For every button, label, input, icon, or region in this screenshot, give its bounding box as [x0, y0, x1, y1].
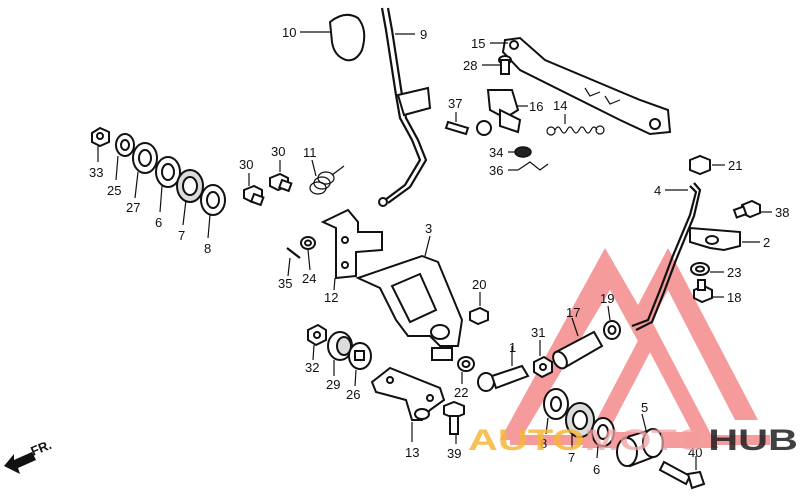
callout-32: 32 — [305, 360, 319, 375]
roller-bracket — [476, 89, 522, 136]
callout-29: 29 — [326, 377, 340, 392]
torsion-spring — [309, 165, 345, 195]
nut-21 — [689, 154, 711, 176]
callout-30-left: 30 — [239, 157, 253, 172]
ball-joint-1 — [477, 364, 530, 392]
bracket-plate — [501, 36, 672, 136]
callout-40: 40 — [688, 445, 702, 460]
callout-30-right: 30 — [271, 144, 285, 159]
front-direction-arrow — [4, 452, 36, 474]
dowel-pin — [444, 120, 470, 136]
callout-23: 23 — [727, 265, 741, 280]
main-plate-3 — [355, 254, 464, 361]
bolt-30b — [269, 172, 293, 193]
shift-lever-rod — [378, 7, 432, 207]
callout-21: 21 — [728, 158, 742, 173]
callout-6-lower: 6 — [593, 462, 600, 477]
bolt-40 — [658, 460, 706, 490]
callout-24: 24 — [302, 271, 316, 286]
callout-15: 15 — [471, 36, 485, 51]
lever-plate-13 — [370, 366, 446, 421]
callout-16: 16 — [529, 99, 543, 114]
callout-19: 19 — [600, 291, 614, 306]
nut-32 — [307, 323, 327, 347]
callout-labels: 10 9 15 28 37 16 14 34 36 33 25 27 6 7 8… — [89, 25, 789, 477]
callout-39: 39 — [447, 446, 461, 461]
nut-31 — [533, 355, 553, 379]
callout-2: 2 — [763, 235, 770, 250]
callout-27: 27 — [126, 200, 140, 215]
control-rod-4 — [631, 182, 702, 331]
callout-7-upper: 7 — [178, 228, 185, 243]
callout-31: 31 — [531, 325, 545, 340]
callout-8-lower: 8 — [540, 436, 547, 451]
callout-10: 10 — [282, 25, 296, 40]
roller-5 — [616, 428, 664, 468]
callout-17: 17 — [566, 305, 580, 320]
callout-5: 5 — [641, 400, 648, 415]
callout-9: 9 — [420, 27, 427, 42]
nut-33 — [91, 126, 110, 148]
tension-spring — [546, 125, 605, 136]
callout-38: 38 — [775, 205, 789, 220]
callout-37: 37 — [448, 96, 462, 111]
callout-12: 12 — [324, 290, 338, 305]
callout-36: 36 — [489, 163, 503, 178]
callout-26: 26 — [346, 387, 360, 402]
bolt-38 — [732, 199, 761, 219]
callout-1: 1 — [509, 340, 516, 355]
bolt-39 — [443, 400, 465, 435]
cotter-pin-35 — [286, 247, 301, 259]
callout-18: 18 — [727, 290, 741, 305]
clip-36 — [517, 161, 549, 171]
callout-35: 35 — [278, 276, 292, 291]
nut-20 — [469, 306, 489, 326]
callout-7-lower: 7 — [568, 450, 575, 465]
callout-33: 33 — [89, 165, 103, 180]
callout-4: 4 — [654, 183, 661, 198]
callout-34: 34 — [489, 145, 503, 160]
mounting-bracket-12 — [320, 208, 383, 280]
bolt-30a — [243, 184, 265, 207]
callout-22: 22 — [454, 385, 468, 400]
knob-part — [328, 13, 366, 62]
callout-25: 25 — [107, 183, 121, 198]
callout-6-upper: 6 — [155, 215, 162, 230]
direction-label: FR. — [29, 437, 54, 459]
washer-34 — [514, 146, 532, 158]
collar-19 — [603, 320, 621, 340]
callout-3: 3 — [425, 221, 432, 236]
bracket-2 — [689, 226, 741, 252]
pin-part — [498, 55, 512, 75]
tube-17 — [552, 330, 604, 370]
callout-11: 11 — [303, 145, 317, 160]
callout-20: 20 — [472, 277, 486, 292]
callout-14: 14 — [553, 98, 567, 113]
callout-13: 13 — [405, 445, 419, 460]
callout-8-upper: 8 — [204, 241, 211, 256]
callout-28: 28 — [463, 58, 477, 73]
bushing-29 — [327, 331, 353, 361]
washer-26 — [348, 342, 372, 370]
bolt-18 — [693, 279, 713, 304]
